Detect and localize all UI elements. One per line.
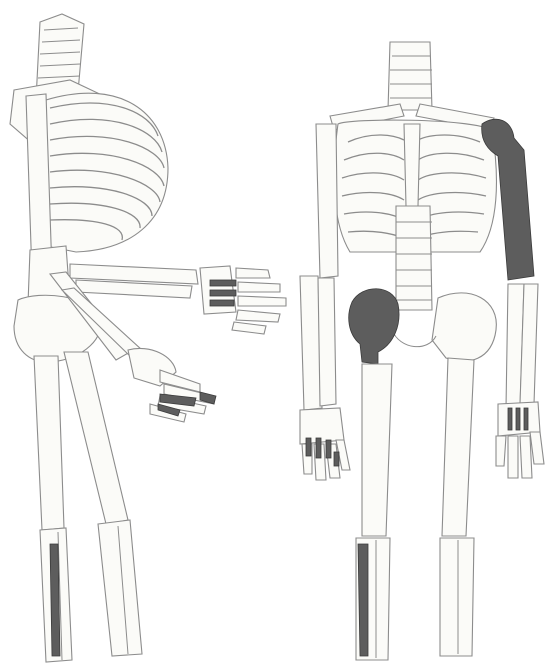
lateral-rib-cage: [46, 93, 168, 252]
anterior-femora: [362, 358, 474, 536]
lateral-view-skeleton: [10, 14, 286, 662]
anterior-forearm-right: [506, 284, 538, 408]
anterior-view-skeleton: [300, 42, 544, 660]
anterior-forearm-left: [300, 276, 336, 410]
lateral-hand-preserved-elements: [210, 280, 236, 306]
anterior-humerus-left: [316, 124, 338, 278]
lateral-forearm-extended: [70, 264, 198, 298]
anterior-tibiae: [356, 538, 474, 660]
anterior-sternum: [404, 124, 420, 206]
anterior-vertebral-column: [396, 206, 432, 310]
lateral-femora: [34, 352, 128, 530]
anterior-ilium-preserved: [349, 289, 399, 364]
anterior-hand-right-preserved: [508, 408, 528, 430]
anterior-tibia-preserved-fragment: [358, 544, 368, 656]
anterior-cervical-spine: [388, 42, 432, 110]
lateral-tibia-preserved-fragment: [50, 544, 60, 656]
